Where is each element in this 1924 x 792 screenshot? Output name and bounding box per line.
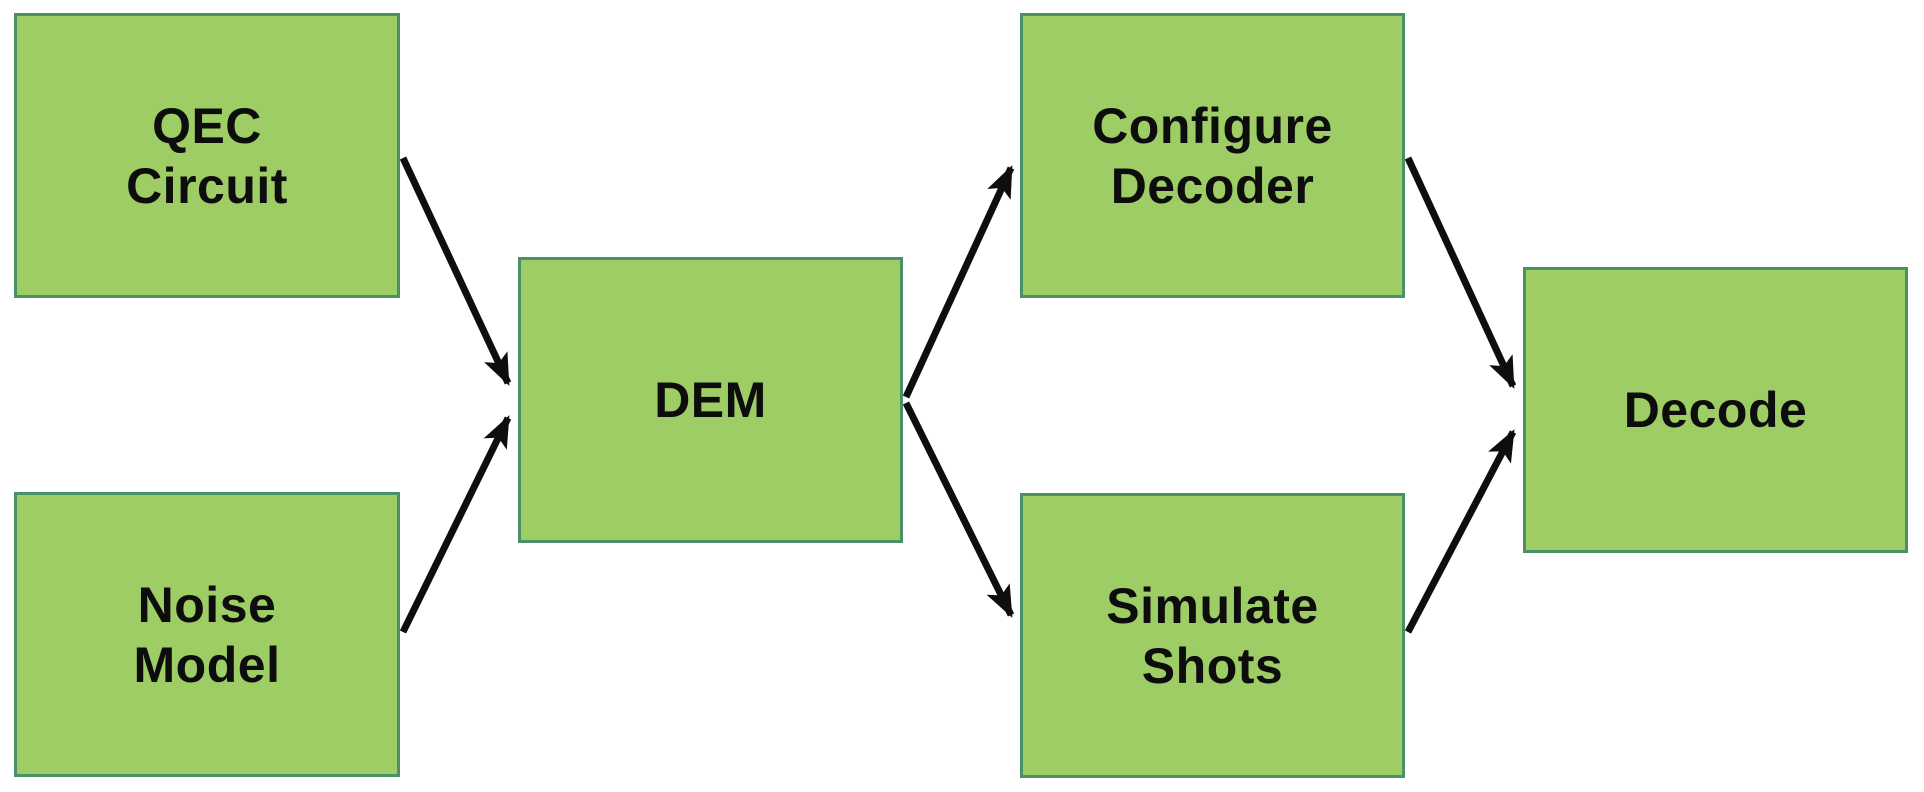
node-noise-model-label: Noise Model <box>134 575 281 695</box>
node-qec-circuit: QEC Circuit <box>14 13 400 298</box>
node-decode: Decode <box>1523 267 1908 553</box>
node-qec-circuit-label-line-1: QEC <box>152 97 262 154</box>
node-qec-circuit-label-line-2: Circuit <box>126 157 288 214</box>
node-dem-label: DEM <box>654 370 767 430</box>
node-noise-model: Noise Model <box>14 492 400 777</box>
node-noise-model-label-line-2: Model <box>133 636 281 693</box>
arrow-qec-circuit-to-dem <box>399 156 512 386</box>
node-decode-label-line-1: Decode <box>1623 382 1808 438</box>
arrow-configure-decoder-to-decode <box>1404 156 1517 389</box>
node-decode-label: Decode <box>1624 380 1808 440</box>
node-simulate-shots: Simulate Shots <box>1020 493 1405 778</box>
node-configure-decoder: Configure Decoder <box>1020 13 1405 298</box>
node-configure-decoder-label: Configure Decoder <box>1092 96 1333 216</box>
node-dem: DEM <box>518 257 903 543</box>
node-qec-circuit-label: QEC Circuit <box>126 96 288 216</box>
arrow-dem-to-configure-decoder <box>902 165 1015 399</box>
node-configure-decoder-label-line-1: Configure <box>1092 97 1333 154</box>
node-dem-label-line-1: DEM <box>654 372 767 428</box>
node-simulate-shots-label-line-2: Shots <box>1141 637 1284 694</box>
node-configure-decoder-label-line-2: Decoder <box>1110 157 1315 214</box>
arrow-dem-to-simulate-shots <box>902 401 1015 618</box>
node-noise-model-label-line-1: Noise <box>137 576 277 633</box>
arrow-simulate-shots-to-decode <box>1404 429 1517 634</box>
node-simulate-shots-label: Simulate Shots <box>1106 576 1318 696</box>
arrow-noise-model-to-dem <box>399 415 512 634</box>
node-simulate-shots-label-line-1: Simulate <box>1106 577 1319 634</box>
